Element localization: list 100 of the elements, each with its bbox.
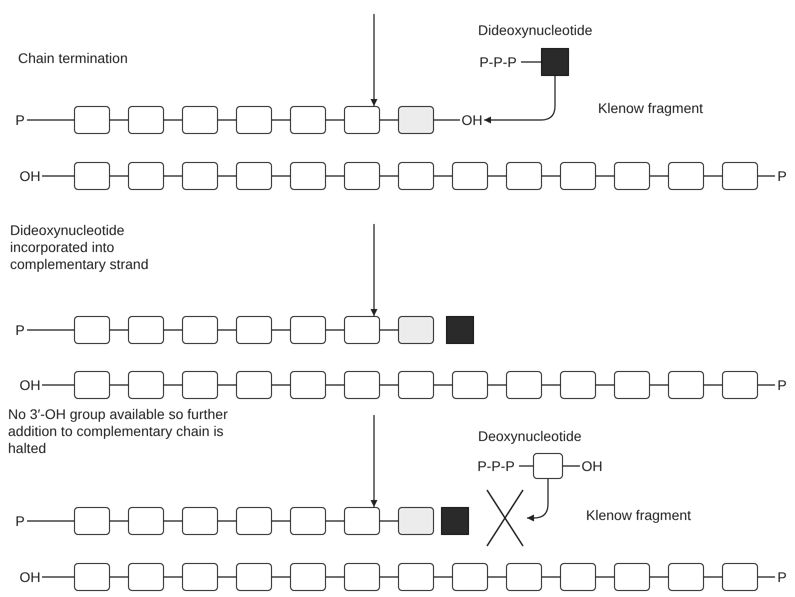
connector-line [164, 576, 182, 578]
nucleotide-box [236, 563, 272, 591]
nucleotide-box [182, 162, 218, 190]
connector-line [542, 175, 560, 177]
nucleotide-box [344, 162, 380, 190]
connector-line [218, 175, 236, 177]
connector-line [758, 175, 775, 177]
strand-end-label: OH [18, 167, 42, 185]
connector-line [218, 384, 236, 386]
nucleotide-box [722, 563, 758, 591]
strand-end-label: P [13, 512, 27, 530]
step-heading: Dideoxynucleotide incorporated into complementary strand [10, 222, 150, 272]
nucleotide-box [668, 371, 704, 399]
connector-line [164, 384, 182, 386]
nucleotide-box [560, 371, 596, 399]
shaded-nucleotide-box [541, 48, 569, 76]
connector-line [434, 175, 452, 177]
connector-line [488, 175, 506, 177]
enzyme-label: Klenow fragment [586, 507, 692, 524]
nucleotide-box [182, 563, 218, 591]
connector-line [563, 465, 580, 467]
nucleotide-box [182, 507, 218, 535]
nucleotide-box [290, 162, 326, 190]
connector-line [380, 576, 398, 578]
nucleotide-box [533, 453, 563, 479]
nucleotide-box [128, 316, 164, 344]
nucleotide-box [182, 106, 218, 134]
stippled-nucleotide-box [398, 316, 434, 344]
connector-line [272, 520, 290, 522]
nucleotide-box [344, 371, 380, 399]
nucleotide-box [290, 316, 326, 344]
arrow [370, 415, 378, 507]
connector-line [42, 384, 74, 386]
connector-line [164, 329, 182, 331]
connector-line [272, 175, 290, 177]
connector-line [758, 384, 775, 386]
connector-line [519, 465, 533, 467]
connector-line [542, 384, 560, 386]
nucleotide-box [344, 106, 380, 134]
connector-line [488, 576, 506, 578]
nucleotide-box [74, 162, 110, 190]
strand-end-label: P-P-P [475, 53, 521, 71]
connector-line [164, 119, 182, 121]
molecule-label: Dideoxynucleotide [478, 22, 592, 40]
nucleotide-box [560, 563, 596, 591]
strand-end-label: OH [18, 376, 42, 394]
connector-line [164, 520, 182, 522]
nucleotide-box [74, 106, 110, 134]
connector-line [272, 576, 290, 578]
nucleotide-box [506, 162, 542, 190]
connector-line [326, 384, 344, 386]
nucleotide-box [452, 371, 488, 399]
nucleotide-box [614, 371, 650, 399]
nucleotide-box [236, 106, 272, 134]
connector-line [27, 329, 74, 331]
connector-line [380, 119, 398, 121]
enzyme-label: Klenow fragment [598, 100, 704, 117]
connector-line [521, 61, 541, 63]
connector-line [218, 329, 236, 331]
connector-line [326, 119, 344, 121]
strand-end-label: P [13, 111, 27, 129]
step-heading: Chain termination [18, 50, 128, 67]
shaded-nucleotide-box [446, 316, 474, 344]
nucleotide-box [398, 371, 434, 399]
nucleotide-box [506, 563, 542, 591]
connector-line [704, 576, 722, 578]
connector-line [650, 576, 668, 578]
strand-end-label: OH [580, 457, 604, 475]
strand-end-label: OH [18, 568, 42, 586]
connector-line [218, 119, 236, 121]
arrow [527, 479, 549, 522]
strand-end-label: P [775, 376, 789, 394]
connector-line [42, 175, 74, 177]
connector-line [272, 384, 290, 386]
connector-line [110, 119, 128, 121]
nucleotide-box [128, 371, 164, 399]
nucleotide-box [182, 371, 218, 399]
connector-line [434, 576, 452, 578]
nucleotide-box [668, 162, 704, 190]
connector-line [650, 384, 668, 386]
connector-line [380, 520, 398, 522]
connector-line [272, 119, 290, 121]
nucleotide-box [344, 563, 380, 591]
strand-end-label: P [775, 568, 789, 586]
connector-line [542, 576, 560, 578]
connector-line [596, 175, 614, 177]
connector-line [704, 175, 722, 177]
connector-line [704, 384, 722, 386]
connector-line [380, 329, 398, 331]
arrow [484, 76, 556, 124]
nucleotide-box [74, 507, 110, 535]
nucleotide-box [290, 106, 326, 134]
nucleotide-box [74, 371, 110, 399]
shaded-nucleotide-box [441, 507, 469, 535]
nucleotide-box [452, 162, 488, 190]
nucleotide-box [344, 316, 380, 344]
connector-line [110, 520, 128, 522]
connector-line [380, 175, 398, 177]
nucleotide-box [452, 563, 488, 591]
nucleotide-box [506, 371, 542, 399]
